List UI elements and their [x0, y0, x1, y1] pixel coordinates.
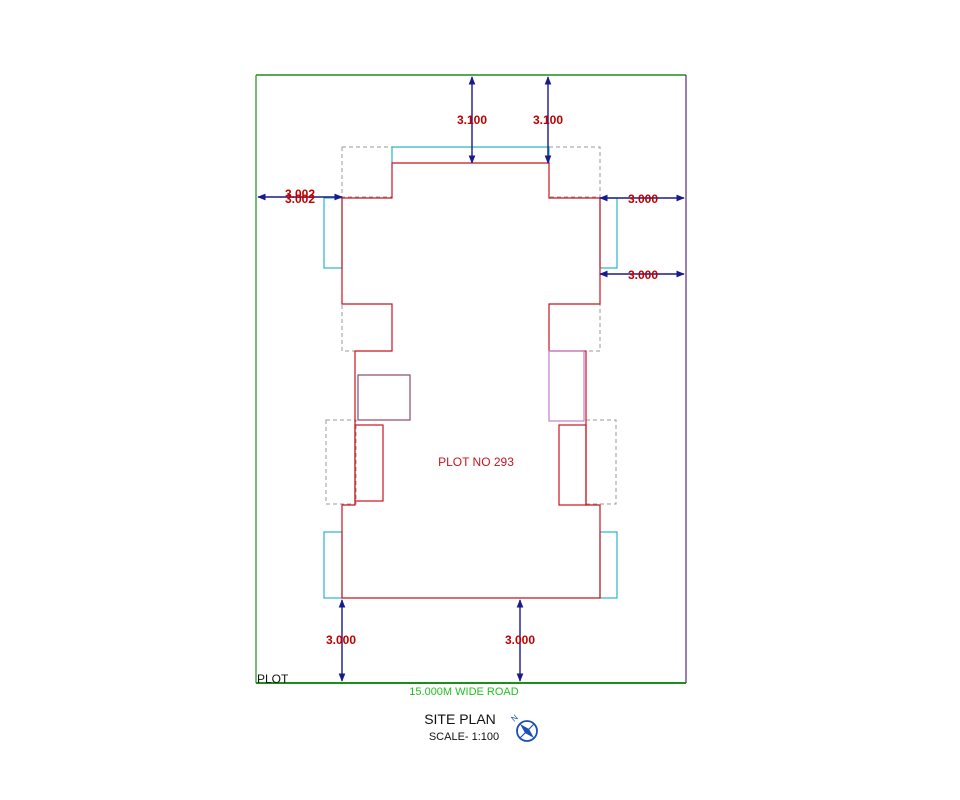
dim-front-right: 3.100 [533, 113, 563, 127]
building-footprint [341, 162, 601, 599]
scale-label: SCALE- 1:100 [429, 731, 499, 743]
dim-bottom-mid: 3.000 [505, 633, 535, 647]
dim-front-left: 3.100 [457, 113, 487, 127]
dimension-labels: 3.100 3.100 3.002 3.002 3.000 3.000 3.00… [285, 113, 658, 647]
interior-boxes [357, 350, 585, 422]
cyan-top-projection [391, 146, 550, 163]
dashed-box-mid-right [548, 303, 601, 352]
dashed-box-lower-left [325, 419, 357, 505]
plot-number-label: PLOT NO 293 [438, 455, 514, 469]
dimension-lines [257, 76, 685, 682]
north-label: N [510, 713, 520, 724]
bay-right [558, 424, 587, 506]
cyan-left-bottom [323, 531, 343, 599]
dashed-box-top-right [548, 146, 601, 198]
dim-right-top: 3.000 [628, 192, 658, 206]
dashed-box-lower-right [585, 419, 617, 505]
box-right-interior [548, 350, 585, 422]
dim-left-top-b: 3.002 [285, 192, 315, 206]
dashed-projections [325, 146, 617, 505]
dim-right-mid: 3.000 [628, 268, 658, 282]
plot-corner-label: PLOT [257, 672, 289, 686]
plot-boundary [255, 74, 687, 684]
bay-left [354, 424, 384, 502]
site-plan-title: SITE PLAN [424, 711, 496, 727]
north-arrow-icon: N [510, 713, 538, 742]
road-label: 15.000M WIDE ROAD [409, 686, 518, 698]
dashed-box-top-left [341, 146, 393, 198]
cyan-projections [323, 146, 618, 599]
cyan-right-bottom [599, 531, 618, 599]
box-left-interior [357, 374, 411, 421]
cyan-left-top [323, 197, 343, 269]
dashed-box-mid-left [341, 303, 393, 352]
dim-bottom-left: 3.000 [326, 633, 356, 647]
building-outline [341, 162, 601, 599]
cyan-right-top [599, 197, 618, 269]
dim-left-top-a: 3.002 [285, 187, 315, 201]
